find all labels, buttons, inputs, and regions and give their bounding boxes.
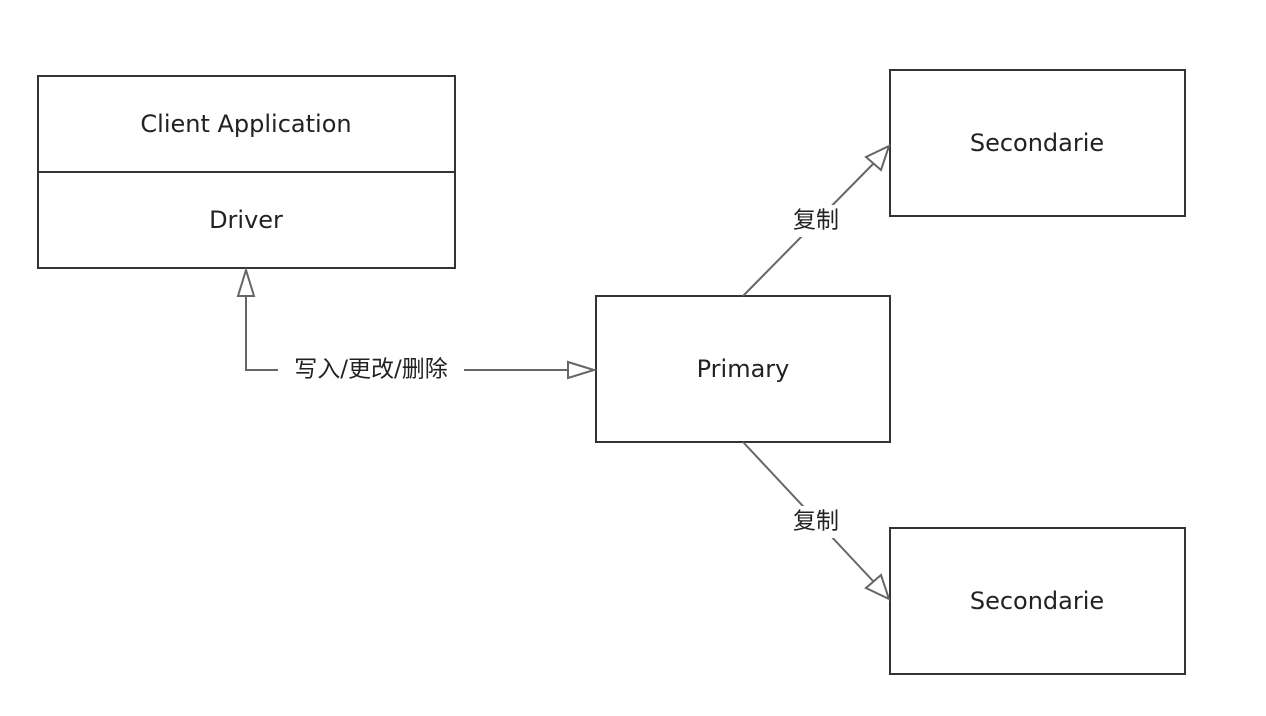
secondary-bottom-node: Secondarie xyxy=(889,527,1186,675)
secondary-top-box xyxy=(889,69,1186,217)
edge-driver-primary-label-bg xyxy=(278,354,464,386)
edge-driver-primary-label: 写入/更改/删除 xyxy=(294,357,448,383)
arrowhead-down-right-icon xyxy=(864,573,891,601)
primary-label: Primary xyxy=(697,355,790,383)
edge-primary-secondary-top-label: 复制 xyxy=(793,208,839,234)
secondary-bottom-label: Secondarie xyxy=(970,587,1104,615)
edge-primary-secondary-top: 复制 xyxy=(742,144,891,297)
arrowhead-up-right-icon xyxy=(864,144,891,172)
edge-primary-secondary-top-label-bg xyxy=(789,205,843,237)
arrowhead-right-icon xyxy=(567,360,598,380)
client-application-label: Client Application xyxy=(140,110,351,138)
primary-node: Primary xyxy=(595,295,891,443)
edge-primary-secondary-bottom-label: 复制 xyxy=(793,509,839,535)
edge-driver-primary: 写入/更改/删除 xyxy=(236,266,598,386)
edge-primary-secondary-bottom: 复制 xyxy=(742,441,891,601)
secondary-top-label: Secondarie xyxy=(970,129,1104,157)
driver-box xyxy=(37,171,456,269)
edge-primary-secondary-bottom-label-bg xyxy=(789,506,843,538)
client-application-box xyxy=(37,75,456,173)
secondary-bottom-box xyxy=(889,527,1186,675)
client-driver-block: Client Application Driver xyxy=(37,75,456,269)
driver-label: Driver xyxy=(209,206,283,234)
secondary-top-node: Secondarie xyxy=(889,69,1186,217)
arrowhead-up-icon xyxy=(236,266,256,297)
